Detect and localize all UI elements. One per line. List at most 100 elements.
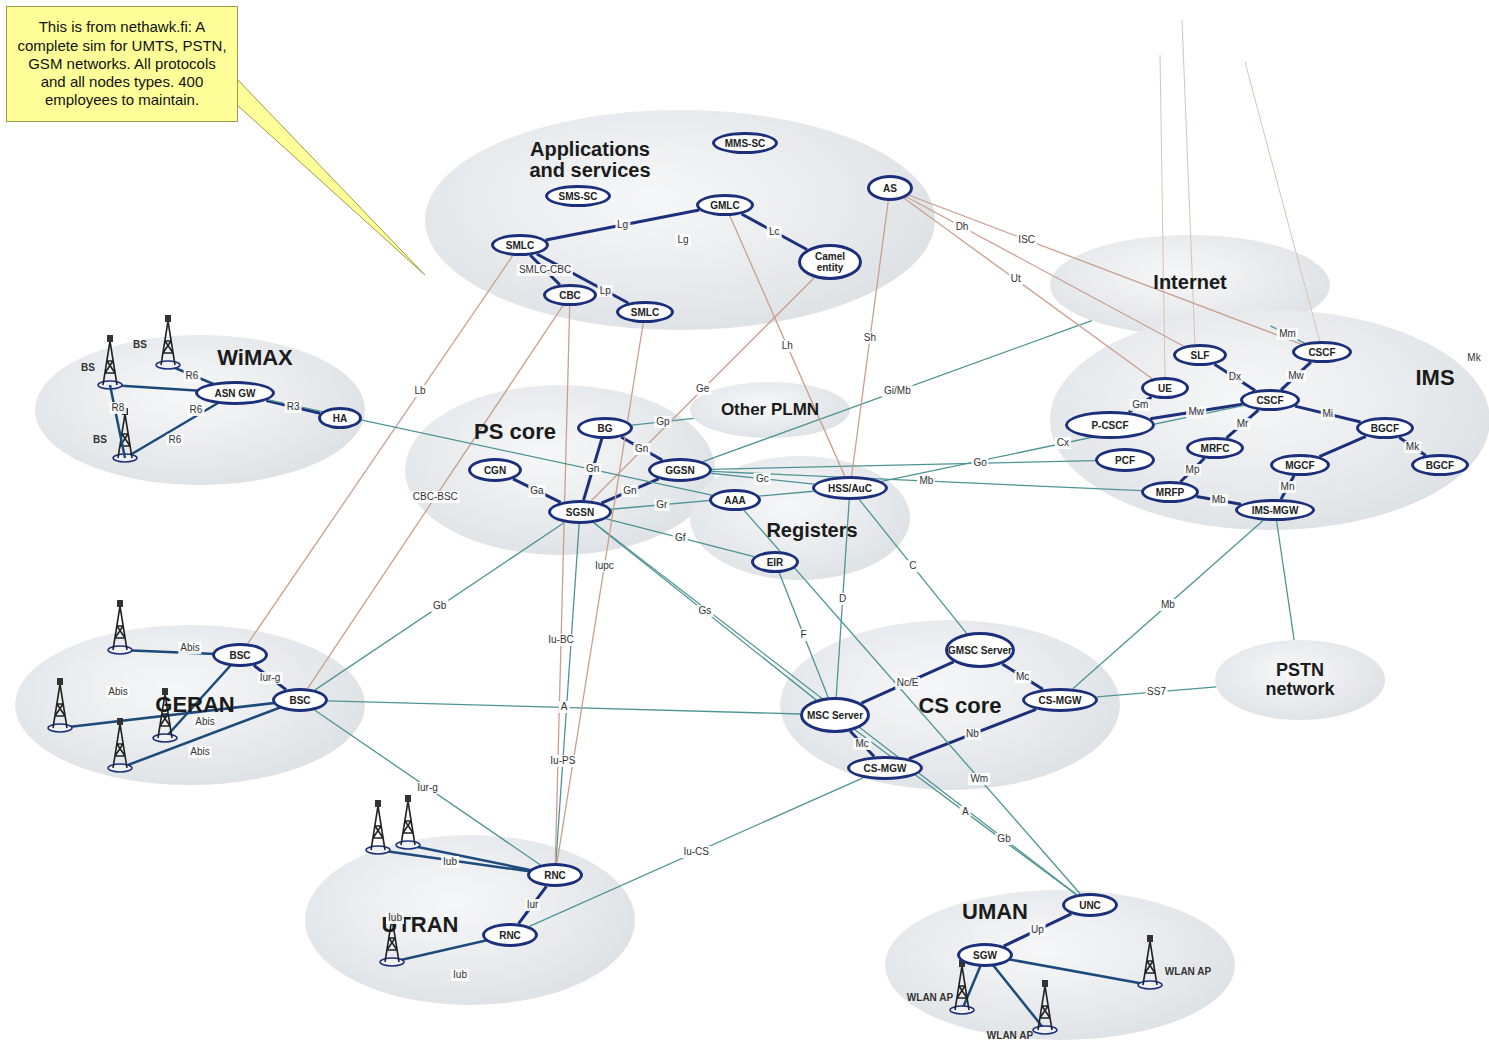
node-label: SGW <box>973 950 997 961</box>
interface-label: CBC-BSC <box>411 491 460 503</box>
interface-label: Gn <box>621 485 638 497</box>
site-label: BS <box>79 362 97 374</box>
site-label: BS <box>91 434 109 446</box>
interface-label: Gr <box>654 499 669 511</box>
interface-label: Mn <box>1279 481 1297 493</box>
network-cloud: PSTN network <box>1215 640 1385 720</box>
node-label: HSS/AuC <box>828 483 872 494</box>
network-node: RNC <box>482 923 538 947</box>
interface-label: Gs <box>696 605 713 617</box>
interface-label: Mc <box>854 738 871 750</box>
node-label: BGCF <box>1371 423 1399 434</box>
network-cloud: IMSSLFCSCFUECSCFP-CSCFPCFMRFCMGCFBGCFBGC… <box>1050 310 1489 530</box>
interface-label: Iu-PS <box>548 755 577 767</box>
interface-label: A <box>559 701 570 713</box>
interface-label: Abis <box>193 716 216 728</box>
network-node: RNC <box>527 863 583 887</box>
node-label: GMSC Server <box>948 645 1012 656</box>
interface-label: SMLC-CBC <box>517 264 573 276</box>
network-node: BSC <box>272 688 328 712</box>
interface-label: Wm <box>968 773 990 785</box>
node-label: Camel entity <box>801 251 859 273</box>
interface-label: Mb <box>1159 599 1177 611</box>
network-node: SMLC <box>491 234 549 256</box>
interface-label: Iu-CS <box>681 846 711 858</box>
network-node: GMSC Server <box>945 632 1015 668</box>
network-node: SGSN <box>548 500 612 524</box>
interface-label: Iur <box>525 899 541 911</box>
interface-label: Iur-g <box>258 672 283 684</box>
tower-base <box>950 1006 974 1014</box>
cloud-heading: PS core <box>474 420 556 443</box>
interface-label: Iur-g <box>415 782 440 794</box>
interface-label: Cx <box>1055 437 1071 449</box>
node-label: ASN GW <box>214 388 255 399</box>
network-node: EIR <box>751 551 799 573</box>
interface-label: Gn <box>584 463 601 475</box>
network-node: GMLC <box>696 194 754 216</box>
interface-label: Nb <box>964 728 981 740</box>
node-label: P-CSCF <box>1091 420 1128 431</box>
interface-label: Lg <box>675 234 690 246</box>
interface-label: Gp <box>654 416 671 428</box>
network-node: BG <box>577 417 633 439</box>
network-node: ASN GW <box>195 381 275 405</box>
interface-label: Mr <box>1235 418 1251 430</box>
node-label: BSC <box>229 650 250 661</box>
interface-label: Mk <box>1465 352 1482 364</box>
callout-box: This is from nethawk.fi: A complete sim … <box>6 6 238 122</box>
interface-label: R6 <box>167 434 184 446</box>
network-cloud: CS coreGMSC ServerMSC ServerCS-MGWCS-MGW <box>780 620 1120 790</box>
network-node: CS-MGW <box>1022 688 1098 712</box>
network-node: CS-MGW <box>847 756 923 780</box>
interface-label: Mm <box>1277 328 1298 340</box>
network-node: CSCF <box>1240 389 1300 411</box>
interface-label: D <box>837 593 848 605</box>
network-cloud: PS coreBGGGSNCGNSGSN <box>405 385 715 555</box>
network-node: MGCF <box>1270 454 1330 476</box>
node-label: UNC <box>1079 900 1101 911</box>
network-cloud: Other PLMN <box>690 382 850 438</box>
node-label: AS <box>883 183 897 194</box>
node-label: PCF <box>1115 455 1135 466</box>
node-label: SGSN <box>566 507 594 518</box>
interface-label: Ge <box>694 383 711 395</box>
callout-pointer <box>236 78 425 275</box>
interface-label: Iupc <box>593 560 616 572</box>
interface-line <box>1277 521 1295 640</box>
interface-label: Ga <box>528 485 545 497</box>
interface-label: Gb <box>431 600 448 612</box>
interface-label: Iub <box>451 969 469 981</box>
network-node: AS <box>867 175 913 201</box>
network-node: HA <box>318 407 362 429</box>
node-label: BG <box>598 423 613 434</box>
tower-base <box>108 646 132 654</box>
network-node: CSCF <box>1292 341 1352 363</box>
network-node: SMS-SC <box>545 185 611 207</box>
network-node: CBC <box>543 284 597 306</box>
cloud-heading: UMAN <box>962 900 1028 923</box>
network-node: MRFP <box>1141 481 1199 503</box>
interface-label: C <box>907 560 918 572</box>
interface-label: Abis <box>106 686 129 698</box>
antenna-head <box>1042 980 1048 987</box>
interface-label: Lh <box>780 340 795 352</box>
tower-base <box>380 958 404 966</box>
cloud-heading: CS core <box>918 694 1001 717</box>
node-label: CGN <box>484 465 506 476</box>
cloud-heading: Applications and services <box>515 139 665 181</box>
node-label: RNC <box>544 870 566 881</box>
network-node: MMS-SC <box>712 132 778 154</box>
cloud-heading: GERAN <box>155 693 234 716</box>
node-label: MRFP <box>1156 487 1184 498</box>
interface-line <box>859 500 966 634</box>
network-node: HSS/AuC <box>812 476 888 500</box>
tower-base <box>1138 981 1162 989</box>
interface-label: R6 <box>184 370 201 382</box>
node-label: CS-MGW <box>864 763 907 774</box>
network-node: PCF <box>1095 448 1155 472</box>
node-label: GMLC <box>710 200 739 211</box>
site-label: WLAN AP <box>905 992 955 1004</box>
interface-label: R6 <box>188 404 205 416</box>
